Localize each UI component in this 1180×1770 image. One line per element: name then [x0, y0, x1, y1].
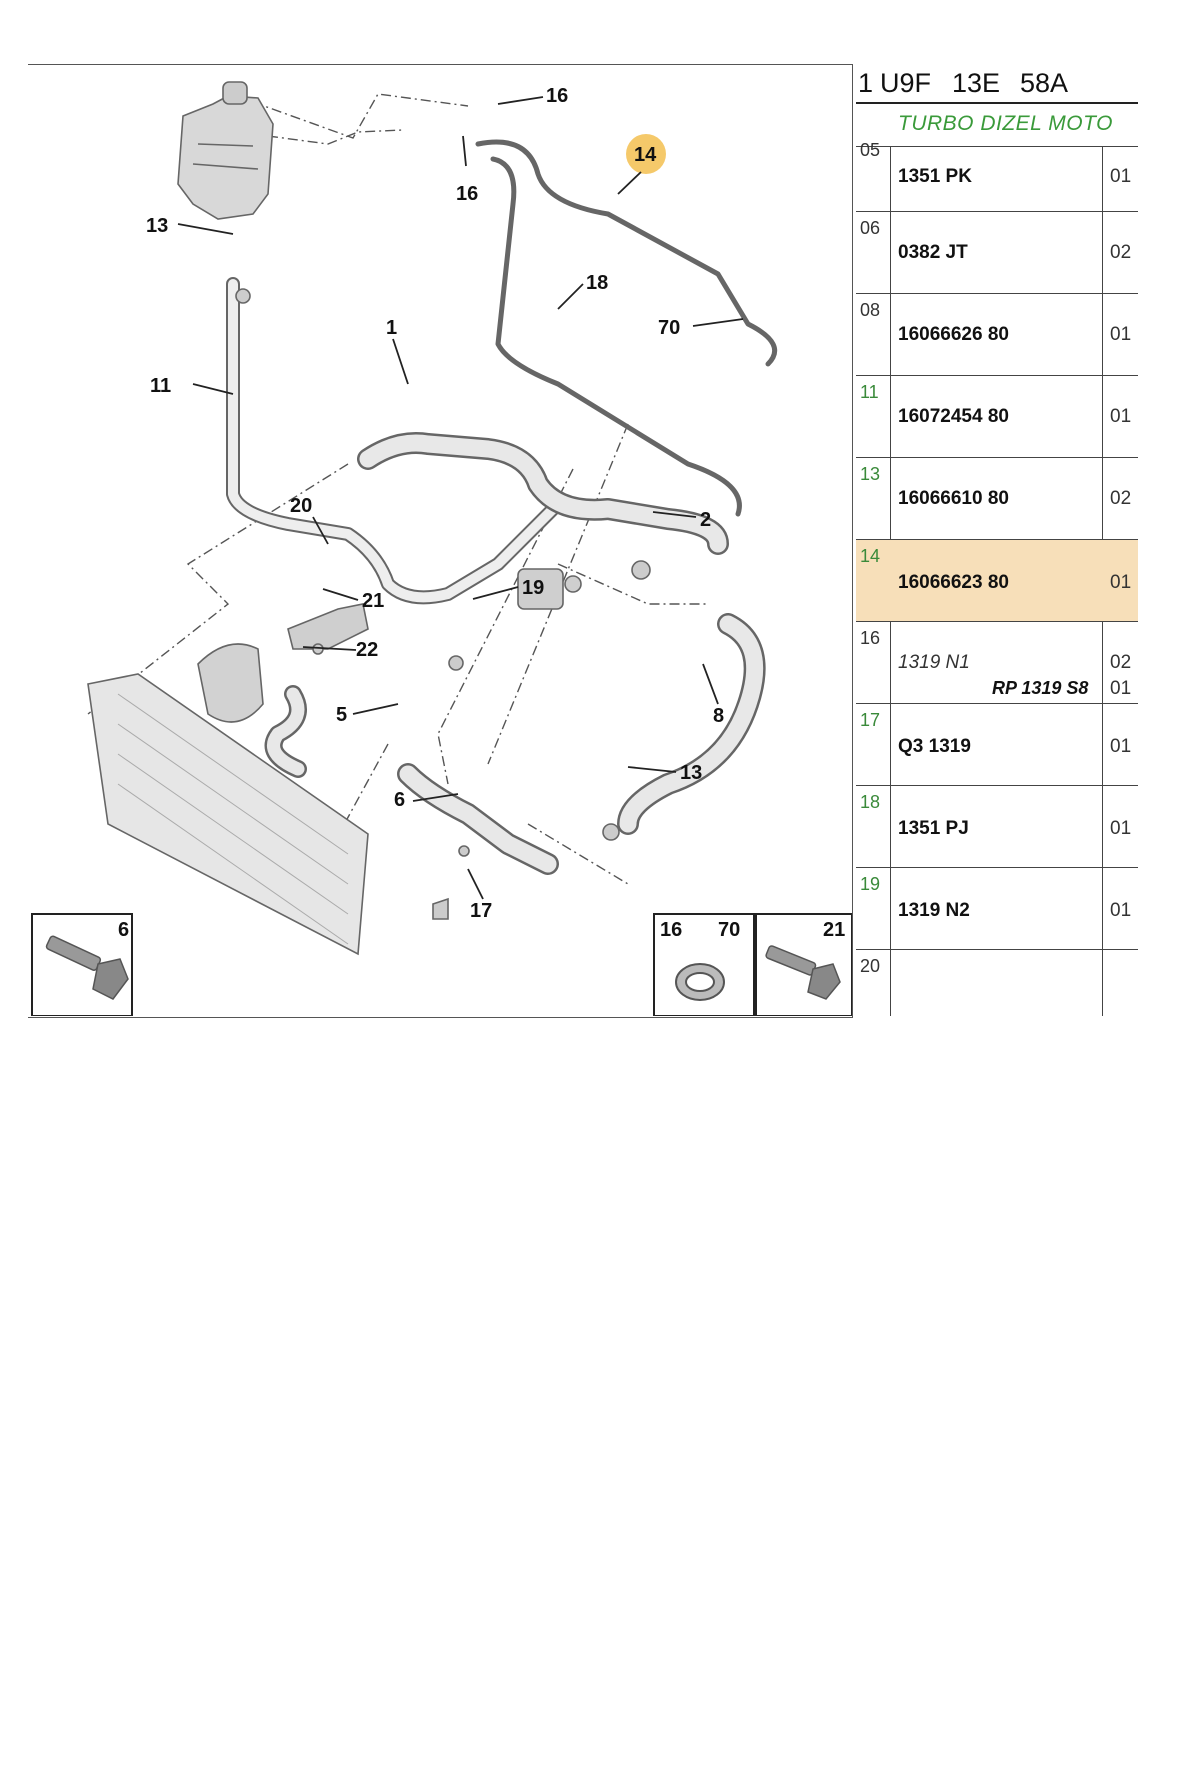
row-qty: 01 [1110, 818, 1132, 839]
screw-6 [458, 845, 470, 857]
callout-20: 20 [290, 495, 312, 517]
callout-19: 19 [522, 577, 544, 599]
bolt-icon-2 [765, 945, 841, 1000]
callout-13-b: 13 [680, 762, 702, 784]
clamp-19 [448, 655, 464, 671]
callout-16-a: 16 [546, 85, 568, 107]
row-num: 13 [860, 464, 881, 484]
parts-table: 1 U9F 13E 58A TURBO DIZEL MOTO 05 1351 P… [856, 64, 1138, 1016]
row-part: 16066610 80 [898, 488, 1009, 509]
row-qty: 01 [1110, 572, 1132, 593]
row-sub-qty: 01 [1110, 678, 1132, 699]
callout-13-a: 13 [146, 215, 168, 237]
row-qty: 01 [1110, 900, 1132, 921]
row-num: 06 [860, 218, 881, 238]
row-part: 1351 PK [898, 166, 972, 187]
row-part: 1319 N1 [898, 652, 970, 673]
table-row[interactable]: 05 1351 PK 01 [856, 140, 1138, 212]
row-part: 16072454 80 [898, 406, 1009, 427]
table-row[interactable]: 17 Q3 1319 01 [856, 704, 1138, 786]
row-qty: 02 [1110, 242, 1132, 263]
row-num: 18 [860, 792, 881, 812]
hose-clamp-icon [675, 963, 725, 1001]
table-row[interactable]: 08 16066626 80 01 [856, 294, 1138, 376]
table-row[interactable]: 19 1319 N2 01 [856, 868, 1138, 950]
screw-21 [312, 643, 324, 655]
row-num: 14 [860, 546, 881, 566]
callout-18: 18 [586, 272, 608, 294]
radiator [87, 673, 369, 956]
callout-14-highlight [626, 134, 666, 174]
callout-1: 1 [386, 317, 397, 339]
water-pump [197, 643, 264, 723]
bolt-icon [45, 935, 129, 1000]
callout-16-b: 16 [456, 183, 478, 205]
cooling-system-diagram: 16 16 14 13 18 70 1 11 2 20 21 19 22 8 5… [31, 81, 852, 1016]
callout-21: 21 [362, 590, 384, 612]
engine-row: TURBO DIZEL MOTO [856, 104, 1138, 147]
row-num: 16 [860, 628, 881, 648]
inset-16-label: 16 [660, 919, 682, 941]
callout-6: 6 [394, 789, 405, 811]
row-qty: 02 [1110, 488, 1132, 509]
clamp-13-top [235, 288, 251, 304]
row-qty: 01 [1110, 736, 1132, 757]
row-num: 19 [860, 874, 881, 894]
callout-70: 70 [658, 317, 680, 339]
table-row[interactable]: 18 1351 PJ 01 [856, 786, 1138, 868]
table-row[interactable]: 11 16072454 80 01 [856, 376, 1138, 458]
callout-17: 17 [470, 900, 492, 922]
callout-14: 14 [634, 144, 657, 166]
coolant-tank [177, 81, 274, 220]
row-part: 1319 N2 [898, 900, 970, 921]
inset-6-label: 6 [118, 919, 129, 941]
row-num: 08 [860, 300, 881, 320]
outlet-20 [287, 603, 369, 650]
table-row-highlighted[interactable]: 14 16066623 80 01 [856, 540, 1138, 622]
row-qty: 01 [1110, 324, 1132, 345]
row-num: 17 [860, 710, 881, 730]
row-part: 1351 PJ [898, 818, 969, 839]
row-qty: 01 [1110, 406, 1132, 427]
row-qty: 02 [1110, 652, 1132, 673]
table-row[interactable]: 06 0382 JT 02 [856, 212, 1138, 294]
callout-8: 8 [713, 705, 724, 727]
ref-part-1: 1 [858, 68, 874, 98]
callout-22: 22 [356, 639, 378, 661]
callout-11: 11 [150, 375, 171, 397]
hose-18 [490, 156, 742, 517]
clamp-2 [631, 560, 651, 580]
row-qty: 01 [1110, 166, 1132, 187]
row-part: 0382 JT [898, 242, 968, 263]
row-part: 16066626 80 [898, 324, 1009, 345]
ref-part-2: U9F [880, 68, 932, 98]
engine-label: TURBO DIZEL MOTO [898, 112, 1113, 135]
thermostat-housing [517, 568, 582, 610]
inset-21-label: 21 [823, 919, 845, 941]
table-row[interactable]: 13 16066610 80 02 [856, 458, 1138, 540]
reference-header: 1 U9F 13E 58A [856, 64, 1138, 104]
inset-70-label: 70 [718, 919, 740, 941]
callout-5: 5 [336, 704, 347, 726]
callout-2: 2 [700, 509, 711, 531]
row-part: Q3 1319 [898, 736, 971, 757]
hose-14 [475, 139, 778, 367]
row-sub-part: RP 1319 S8 [992, 678, 1089, 698]
ref-part-3: 13E [952, 68, 1001, 98]
row-num: 20 [860, 956, 881, 976]
table-row[interactable]: 20 [856, 950, 1138, 1016]
ref-part-4: 58A [1020, 68, 1069, 98]
clip-17 [432, 897, 449, 920]
row-part: 16066623 80 [898, 572, 1009, 593]
row-num: 11 [860, 382, 879, 402]
row-num: 05 [860, 140, 881, 160]
table-row[interactable]: 16 1319 N1 02 RP 1319 S8 01 [856, 622, 1138, 704]
clamp-13-bottom [602, 823, 620, 841]
diagram-frame [28, 64, 853, 1018]
